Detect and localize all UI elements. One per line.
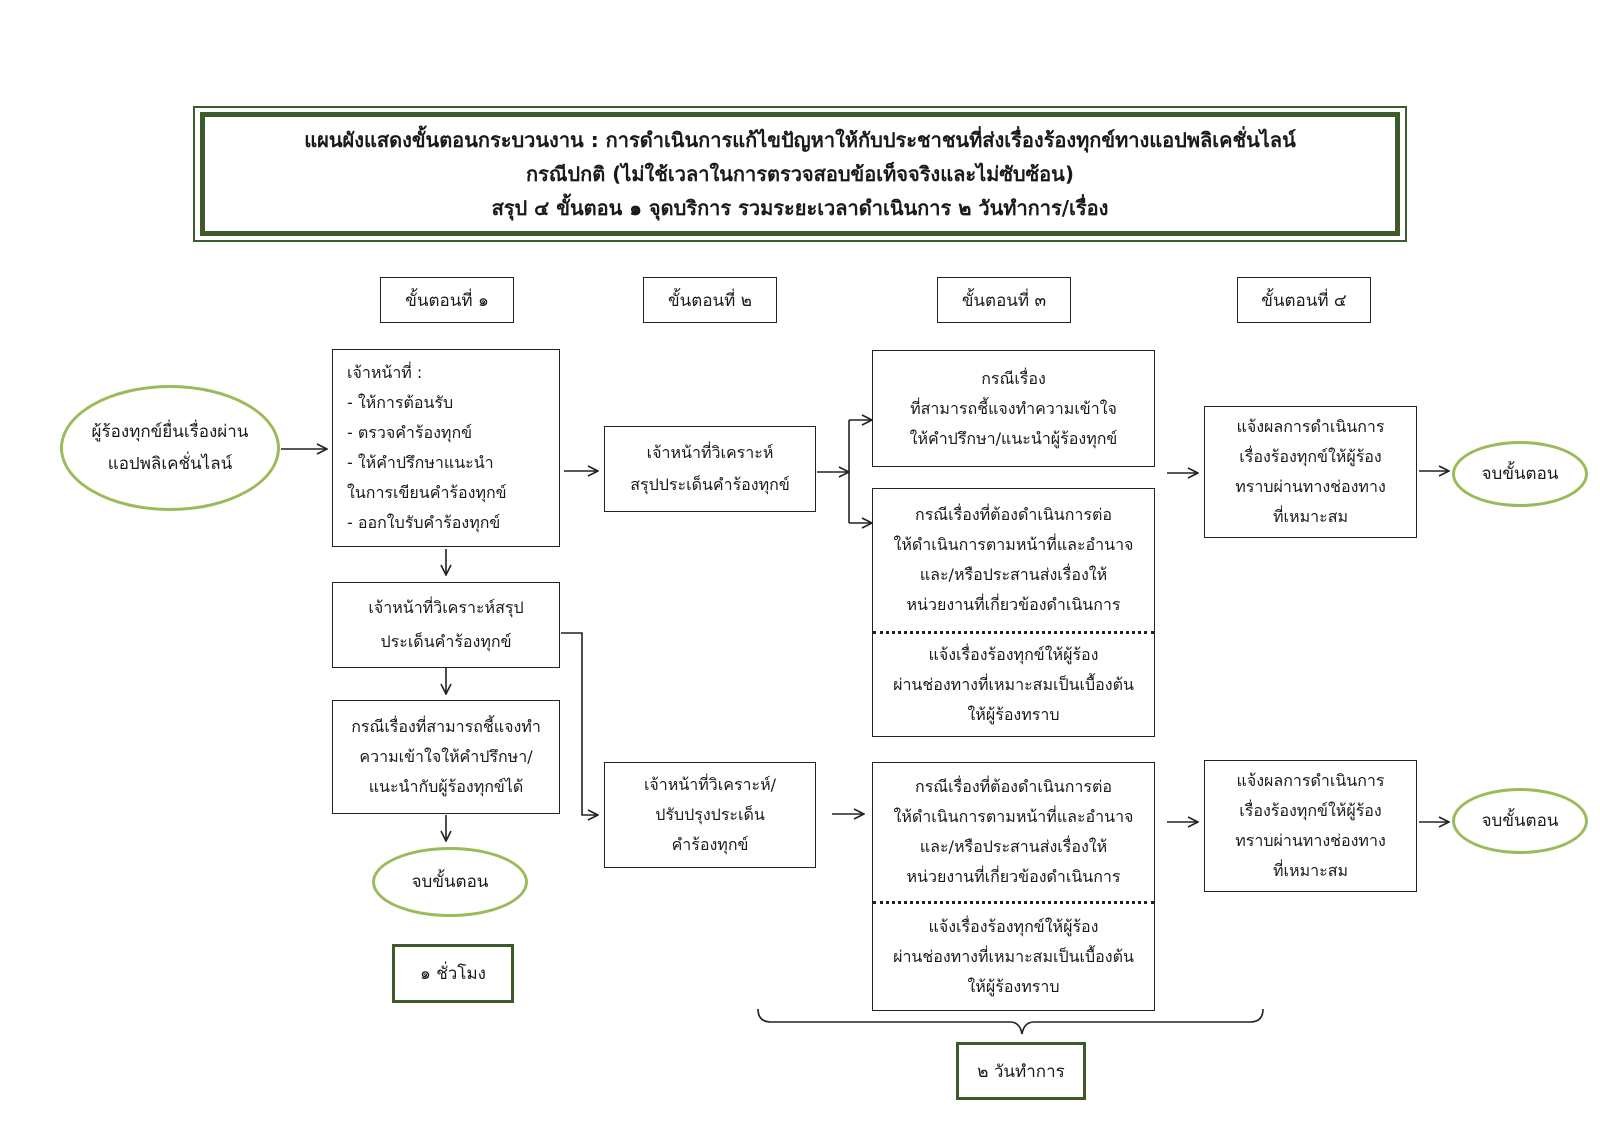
action-section-bottom: กรณีเรื่องที่ต้องดำเนินการต่อ ให้ดำเนินก… — [873, 763, 1154, 901]
step-3-header: ขั้นตอนที่ ๓ — [937, 277, 1071, 323]
step3-explain-line-3: ให้คำปรึกษา/แนะนำผู้ร้องทุกข์ — [909, 428, 1118, 448]
explain-line-2: ความเข้าใจให้คำปรึกษา/ — [359, 747, 533, 766]
result-bottom-line-3: ทราบผ่านทางช่องทาง — [1235, 831, 1386, 850]
title-frame-outer — [193, 106, 1407, 242]
notify-top-line-2: ผ่านช่องทางที่เหมาะสมเป็นเบื้องต้น — [893, 675, 1134, 694]
action-bottom-line-1: กรณีเรื่องที่ต้องดำเนินการต่อ — [915, 777, 1112, 796]
officer-task-3: - ให้คำปรึกษาแนะนำ — [347, 453, 494, 472]
arrow-analyze-to-improve — [561, 632, 598, 815]
title-line-2: กรณีปกติ (ไม่ใช้เวลาในการตรวจสอบข้อเท็จจ… — [526, 162, 1074, 186]
title-line-3: สรุป ๔ ขั้นตอน ๑ จุดบริการ รวมระยะเวลาดำ… — [491, 196, 1109, 220]
start-line-2: แอปพลิเคชั่นไลน์ — [107, 454, 233, 474]
title-frame: แผนผังแสดงขั้นตอนกระบวนงาน : การดำเนินกา… — [200, 112, 1400, 236]
result-notify-box-top: แจ้งผลการดำเนินการ เรื่องร้องทุกข์ให้ผู้… — [1204, 406, 1417, 538]
time-1-hour-box: ๑ ชั่วโมง — [392, 944, 514, 1003]
step2-top-line-1: เจ้าหน้าที่วิเคราะห์ — [646, 443, 774, 462]
action-section-top: กรณีเรื่องที่ต้องดำเนินการต่อ ให้ดำเนินก… — [873, 489, 1154, 631]
result-top-line-2: เรื่องร้องทุกข์ให้ผู้ร้อง — [1239, 447, 1382, 466]
analyze-line-1: เจ้าหน้าที่วิเคราะห์สรุป — [368, 598, 524, 617]
step2-bottom-line-1: เจ้าหน้าที่วิเคราะห์/ — [643, 775, 777, 794]
action-top-line-1: กรณีเรื่องที่ต้องดำเนินการต่อ — [915, 505, 1112, 524]
analyze-summary-box: เจ้าหน้าที่วิเคราะห์สรุป ประเด็นคำร้องทุ… — [332, 582, 560, 668]
step-1-header: ขั้นตอนที่ ๑ — [380, 277, 514, 323]
title-line-1: แผนผังแสดงขั้นตอนกระบวนงาน : การดำเนินกา… — [304, 128, 1296, 152]
end-oval-bottom: จบขั้นตอน — [1452, 788, 1588, 854]
action-bottom-line-3: และ/หรือประสานส่งเรื่องให้ — [919, 837, 1108, 856]
action-notify-box-bottom: กรณีเรื่องที่ต้องดำเนินการต่อ ให้ดำเนินก… — [872, 762, 1155, 1011]
notify-section-top: แจ้งเรื่องร้องทุกข์ให้ผู้ร้อง ผ่านช่องทา… — [873, 634, 1154, 736]
notify-bottom-line-3: ให้ผู้ร้องทราบ — [967, 977, 1060, 996]
officer-task-0: เจ้าหน้าที่ : — [347, 363, 423, 382]
step-4-header: ขั้นตอนที่ ๔ — [1237, 277, 1371, 323]
end-oval-top: จบขั้นตอน — [1452, 441, 1588, 507]
notify-top-line-3: ให้ผู้ร้องทราบ — [967, 705, 1060, 724]
time-brace — [757, 1008, 1264, 1035]
step3-explain-line-2: ที่สามารถชี้แจงทำความเข้าใจ — [910, 398, 1117, 418]
step2-top-line-2: สรุปประเด็นคำร้องทุกข์ — [630, 475, 790, 494]
officer-task-4: ในการเขียนคำร้องทุกข์ — [347, 483, 507, 502]
step2-bottom-line-3: คำร้องทุกข์ — [671, 835, 749, 854]
step3-explain-line-1: กรณีเรื่อง — [981, 368, 1046, 388]
analyst-summary-box: เจ้าหน้าที่วิเคราะห์ สรุปประเด็นคำร้องทุ… — [604, 426, 816, 512]
step2-bottom-line-2: ปรับปรุงประเด็น — [655, 805, 765, 824]
start-oval: ผู้ร้องทุกข์ยื่นเรื่องผ่าน แอปพลิเคชั่นไ… — [60, 385, 280, 511]
result-top-line-1: แจ้งผลการดำเนินการ — [1236, 417, 1385, 436]
action-top-line-3: และ/หรือประสานส่งเรื่องให้ — [919, 565, 1108, 584]
action-bottom-line-4: หน่วยงานที่เกี่ยวข้องดำเนินการ — [906, 867, 1121, 886]
dotted-divider-bottom — [873, 901, 1154, 904]
result-bottom-line-1: แจ้งผลการดำเนินการ — [1236, 771, 1385, 790]
action-bottom-line-2: ให้ดำเนินการตามหน้าที่และอำนาจ — [893, 807, 1134, 826]
result-notify-box-bottom: แจ้งผลการดำเนินการ เรื่องร้องทุกข์ให้ผู้… — [1204, 760, 1417, 892]
explain-case-box: กรณีเรื่อง ที่สามารถชี้แจงทำความเข้าใจ ใ… — [872, 350, 1155, 467]
action-notify-box-top: กรณีเรื่องที่ต้องดำเนินการต่อ ให้ดำเนินก… — [872, 488, 1155, 737]
time-2-days-box: ๒ วันทำการ — [956, 1042, 1086, 1100]
notify-section-bottom: แจ้งเรื่องร้องทุกข์ให้ผู้ร้อง ผ่านช่องทา… — [873, 904, 1154, 1010]
explain-line-1: กรณีเรื่องที่สามารถชี้แจงทำ — [351, 717, 541, 736]
notify-top-line-1: แจ้งเรื่องร้องทุกข์ให้ผู้ร้อง — [928, 645, 1099, 664]
officer-task-5: - ออกใบรับคำร้องทุกข์ — [347, 513, 501, 532]
end-oval-step1: จบขั้นตอน — [372, 847, 528, 917]
analyze-line-2: ประเด็นคำร้องทุกข์ — [380, 632, 512, 651]
explain-line-3: แนะนำกับผู้ร้องทุกข์ได้ — [368, 777, 524, 796]
dotted-divider-top — [873, 631, 1154, 634]
explain-advice-box: กรณีเรื่องที่สามารถชี้แจงทำ ความเข้าใจให… — [332, 700, 560, 814]
result-bottom-line-4: ที่เหมาะสม — [1273, 861, 1348, 880]
start-line-1: ผู้ร้องทุกข์ยื่นเรื่องผ่าน — [91, 422, 249, 442]
result-bottom-line-2: เรื่องร้องทุกข์ให้ผู้ร้อง — [1239, 801, 1382, 820]
action-top-line-4: หน่วยงานที่เกี่ยวข้องดำเนินการ — [906, 595, 1121, 614]
step-2-header: ขั้นตอนที่ ๒ — [643, 277, 777, 323]
officer-tasks-box: เจ้าหน้าที่ : - ให้การต้อนรับ - ตรวจคำร้… — [332, 349, 560, 547]
analyst-improve-box: เจ้าหน้าที่วิเคราะห์/ ปรับปรุงประเด็น คำ… — [604, 762, 816, 868]
result-top-line-3: ทราบผ่านทางช่องทาง — [1235, 477, 1386, 496]
officer-task-1: - ให้การต้อนรับ — [347, 393, 454, 412]
officer-task-2: - ตรวจคำร้องทุกข์ — [347, 423, 473, 442]
notify-bottom-line-2: ผ่านช่องทางที่เหมาะสมเป็นเบื้องต้น — [893, 947, 1134, 966]
result-top-line-4: ที่เหมาะสม — [1273, 507, 1348, 526]
action-top-line-2: ให้ดำเนินการตามหน้าที่และอำนาจ — [893, 535, 1134, 554]
notify-bottom-line-1: แจ้งเรื่องร้องทุกข์ให้ผู้ร้อง — [928, 917, 1099, 936]
